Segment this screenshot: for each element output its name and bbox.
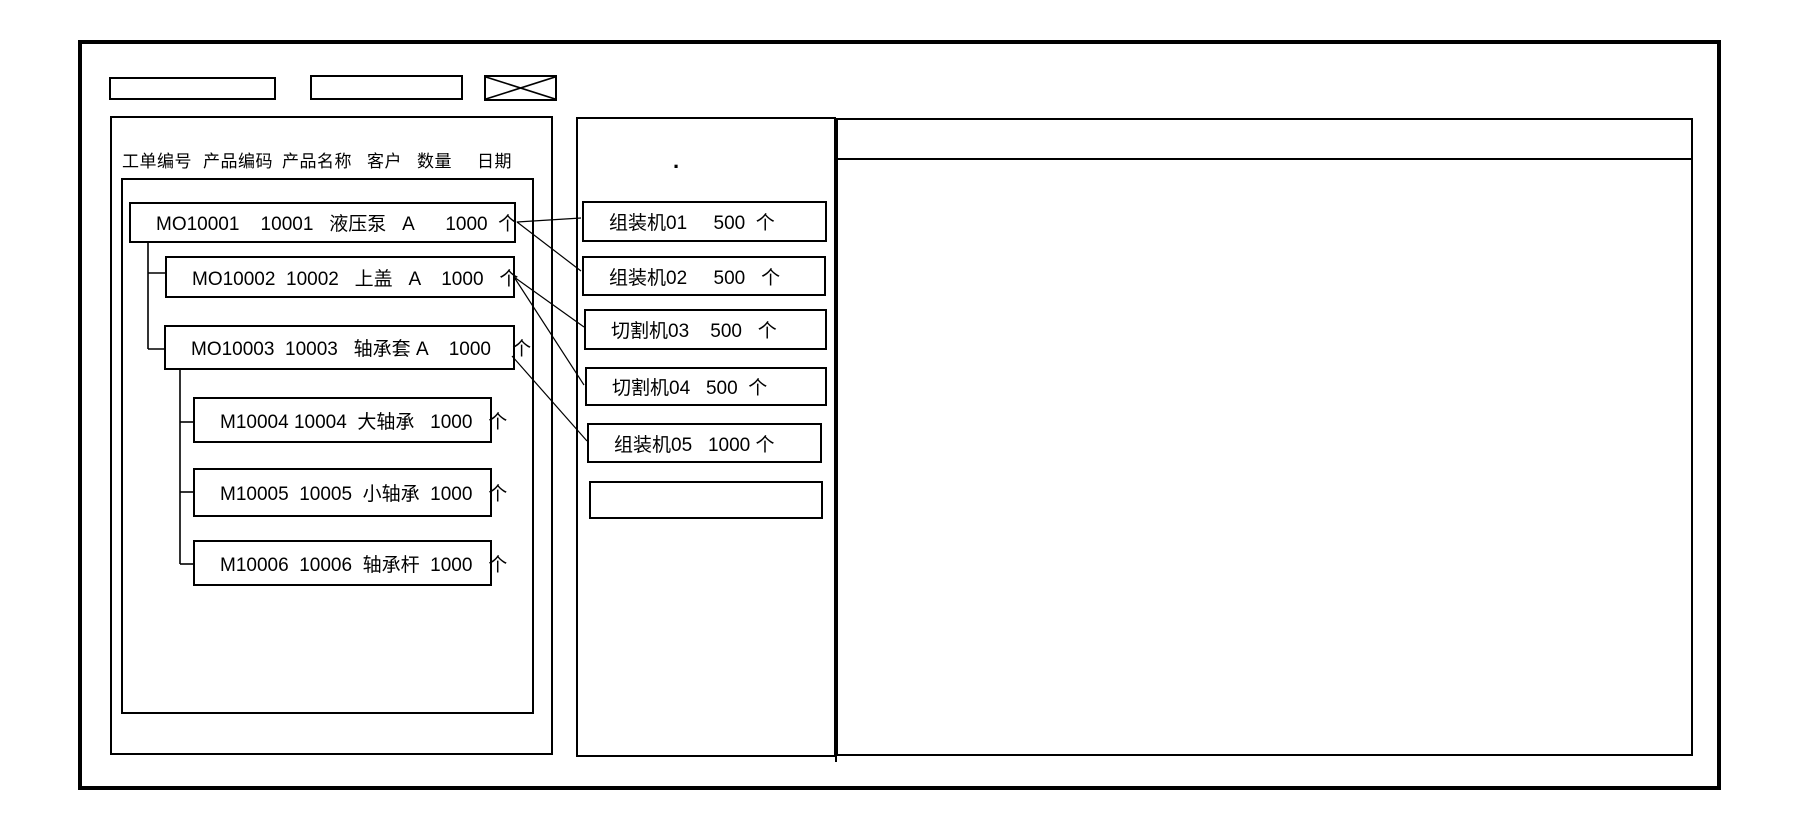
detail-panel (836, 118, 1693, 756)
column-header-qty: 数量 (417, 152, 452, 171)
top-input-field-2[interactable] (310, 75, 463, 100)
panel-divider-overhang (835, 754, 837, 762)
close-x-icon (486, 77, 555, 99)
machine-box-zuzhuangji05[interactable]: 组装机05 1000 个 (587, 423, 822, 463)
column-header-date: 日期 (477, 152, 512, 171)
work-order-row-MO10003[interactable]: MO10003 10003 轴承套 A 1000 个 (164, 325, 531, 370)
machine-box-empty[interactable] (589, 481, 823, 519)
column-header-customer: 客户 (367, 152, 402, 171)
close-button[interactable] (484, 75, 557, 101)
column-header-order-no: 工单编号 (122, 152, 192, 171)
machine-box-qiegeji04[interactable]: 切割机04 500 个 (585, 367, 827, 406)
detail-panel-header-divider (838, 158, 1691, 160)
machine-panel-title-dot: . (673, 148, 680, 173)
work-order-row-M10004[interactable]: M10004 10004 大轴承 1000 个 (193, 397, 507, 443)
column-header-product-name: 产品名称 (282, 152, 352, 171)
work-order-row-M10006[interactable]: M10006 10006 轴承杆 1000 个 (193, 540, 507, 586)
machine-box-qiegeji03[interactable]: 切割机03 500 个 (584, 309, 827, 350)
top-input-field-1[interactable] (109, 77, 276, 100)
machine-box-zuzhuangji02[interactable]: 组装机02 500 个 (582, 256, 826, 296)
work-order-row-MO10001[interactable]: MO10001 10001 液压泵 A 1000 个 (129, 202, 517, 243)
work-order-row-MO10002[interactable]: MO10002 10002 上盖 A 1000 个 (165, 256, 518, 298)
column-header-product-code: 产品编码 (203, 152, 273, 171)
work-order-row-M10005[interactable]: M10005 10005 小轴承 1000 个 (193, 468, 507, 517)
machine-box-zuzhuangji01[interactable]: 组装机01 500 个 (582, 201, 827, 242)
